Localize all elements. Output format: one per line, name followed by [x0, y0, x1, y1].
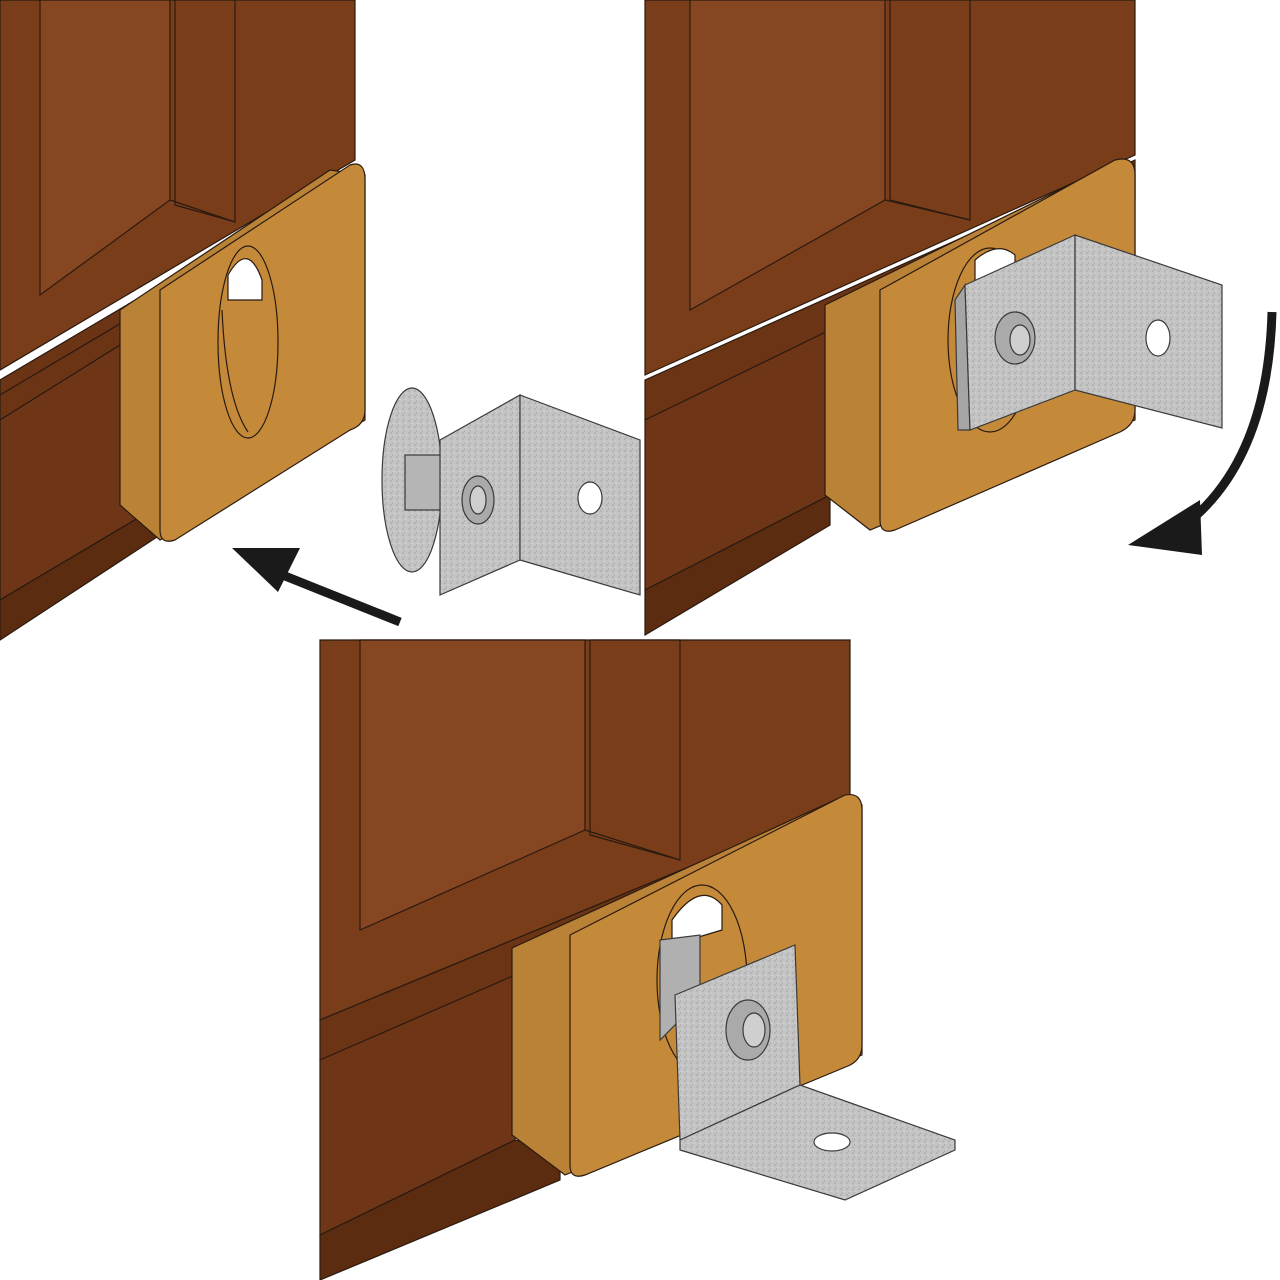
metal-clip [381, 387, 641, 596]
brass-bracket [119, 163, 366, 542]
panel-1 [0, 0, 641, 641]
arrow-left-icon [232, 548, 402, 627]
metal-clip [659, 934, 956, 1201]
metal-clip [954, 234, 1223, 431]
panel-3 [319, 639, 956, 1280]
panel-2 [644, 0, 1277, 637]
curved-arrow-icon [1128, 311, 1277, 555]
